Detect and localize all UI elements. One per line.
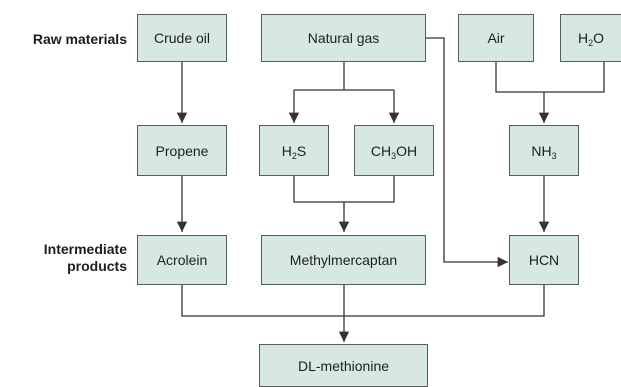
raw-materials-label: Raw materials (32, 31, 127, 47)
intermediate-label-line1: Intermediate (43, 241, 127, 257)
node-water-formula: H2O (577, 30, 605, 48)
node-propene-text: Propene (155, 142, 209, 159)
node-methylmercaptan: Methylmercaptan (261, 235, 426, 285)
intermediate-label-line2: products (67, 258, 127, 274)
node-crude-oil-text: Crude oil (153, 30, 211, 46)
node-ch3oh: CH3OH (354, 125, 434, 176)
node-h2s: H2S (259, 125, 329, 176)
node-natural-gas-text: Natural gas (307, 30, 380, 46)
node-dl-methionine: DL-methionine (259, 344, 428, 387)
node-h2s-formula: H2S (281, 142, 307, 161)
line-air-water-join (495, 62, 605, 123)
node-air-text: Air (487, 30, 505, 46)
node-hcn-text: HCN (528, 252, 560, 268)
node-propene: Propene (137, 125, 227, 176)
line-natural-gas-split (294, 62, 394, 91)
node-nh3: NH3 (509, 125, 579, 176)
node-acrolein: Acrolein (137, 235, 227, 285)
node-nh3-formula: NH3 (531, 142, 557, 161)
node-water: H2O (560, 14, 621, 62)
intermediate-products-label: Intermediate products (44, 241, 127, 275)
node-methylmercaptan-text: Methylmercaptan (289, 252, 398, 268)
node-ch3oh-formula: CH3OH (370, 142, 418, 161)
arrow-natural-gas-to-hcn (426, 37, 508, 268)
node-crude-oil: Crude oil (137, 14, 227, 62)
node-natural-gas: Natural gas (261, 14, 426, 62)
node-acrolein-text: Acrolein (156, 252, 208, 268)
line-intermediates-join (181, 285, 545, 342)
node-hcn: HCN (509, 235, 579, 285)
line-h2s-ch3oh-join (293, 176, 395, 203)
node-dl-methionine-text: DL-methionine (297, 357, 390, 374)
node-air: Air (458, 14, 534, 62)
